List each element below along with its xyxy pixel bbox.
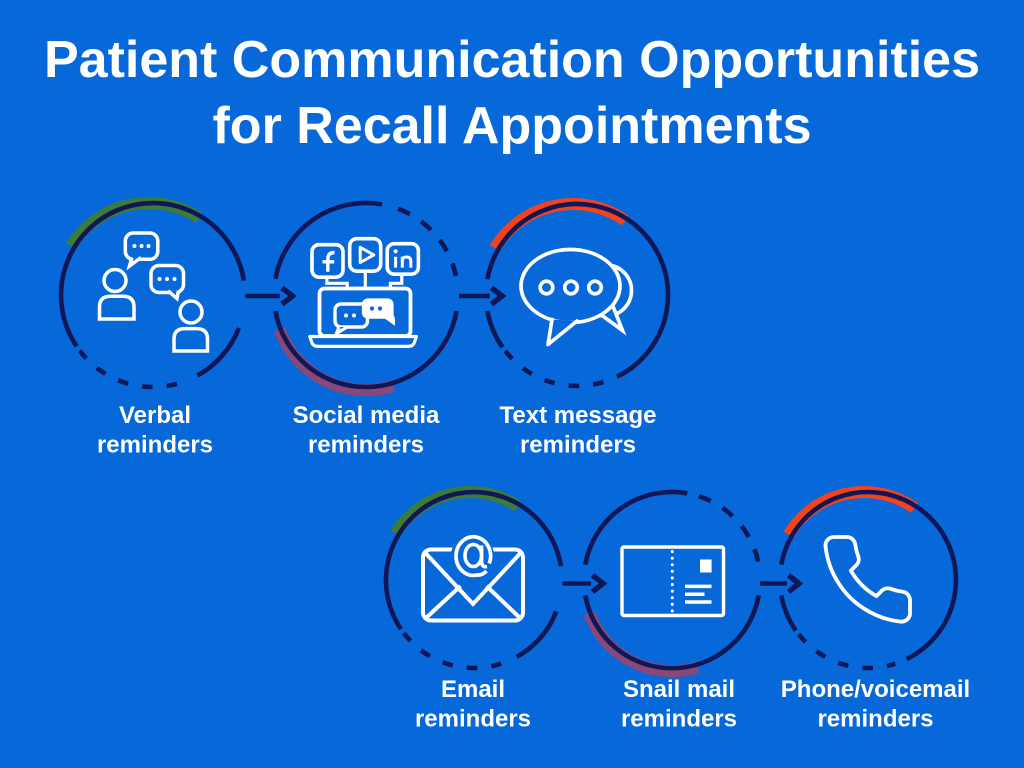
- svg-text:Text message: Text message: [500, 402, 657, 429]
- svg-text:for Recall Appointments: for Recall Appointments: [212, 97, 811, 155]
- svg-text:Verbal: Verbal: [119, 402, 191, 429]
- svg-text:Snail mail: Snail mail: [623, 676, 735, 703]
- svg-text:Patient Communication Opportun: Patient Communication Opportunities: [44, 31, 980, 89]
- svg-text:Social media: Social media: [293, 402, 440, 429]
- svg-text:reminders: reminders: [520, 432, 636, 459]
- svg-text:Email: Email: [441, 676, 505, 703]
- svg-text:reminders: reminders: [97, 432, 213, 459]
- svg-text:reminders: reminders: [308, 432, 424, 459]
- svg-text:reminders: reminders: [817, 706, 933, 733]
- svg-text:Phone/voicemail: Phone/voicemail: [781, 676, 970, 703]
- svg-text:reminders: reminders: [621, 706, 737, 733]
- svg-text:reminders: reminders: [415, 706, 531, 733]
